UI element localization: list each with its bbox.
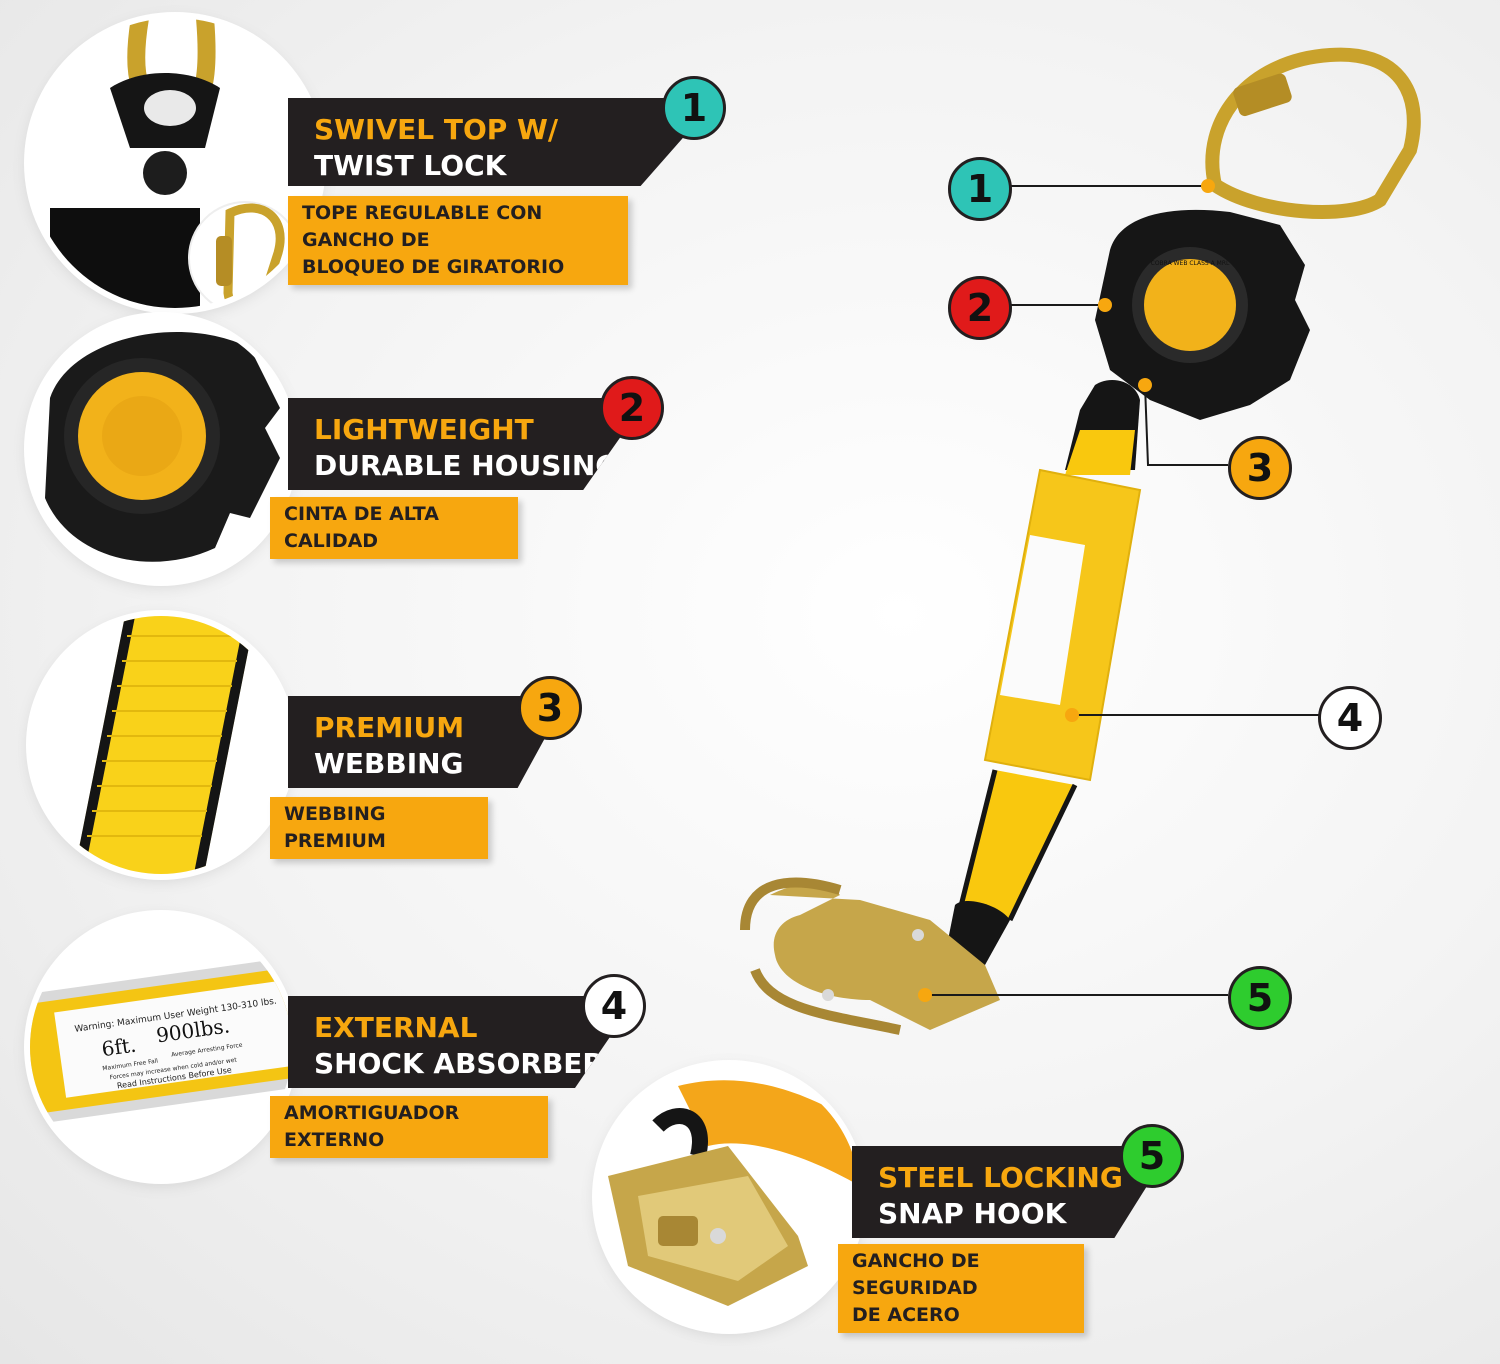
feature-number-badge-2: 2 xyxy=(600,376,664,440)
feature-number-badge-1: 1 xyxy=(662,76,726,140)
feature-title-line1: STEEL LOCKING xyxy=(878,1161,1123,1194)
absorber-label-size: 6ft. xyxy=(100,1033,138,1062)
feature-subtitle-3: WEBBING PREMIUM xyxy=(270,797,488,859)
detail-image-housing xyxy=(30,318,292,580)
feature-number-badge-5: 5 xyxy=(1120,1124,1184,1188)
feature-title-4: EXTERNAL SHOCK ABSORBER xyxy=(288,996,638,1088)
feature-title-line2: SNAP HOOK xyxy=(878,1197,1067,1230)
feature-number: 2 xyxy=(618,386,646,430)
feature-subtitle-1: TOPE REGULABLE CON GANCHO DE BLOQUEO DE … xyxy=(288,196,628,285)
feature-title-line2: WEBBING xyxy=(314,747,464,780)
feature-subtitle-4: AMORTIGUADOR EXTERNO xyxy=(270,1096,548,1158)
carabiner xyxy=(1205,47,1421,219)
feature-number: 5 xyxy=(1138,1134,1166,1178)
feature-number-badge-3: 3 xyxy=(518,676,582,740)
feature-title-2: LIGHTWEIGHT DURABLE HOUSING xyxy=(288,398,648,490)
feature-subtitle-line1: CINTA DE ALTA CALIDAD xyxy=(284,503,439,552)
detail-image-shock-absorber: Warning: Maximum User Weight 130-310 lbs… xyxy=(30,916,292,1178)
housing: COBRA WEB CLASS A MRL xyxy=(1095,209,1310,420)
product-badge-3: 3 xyxy=(1228,436,1292,500)
feature-number: 4 xyxy=(600,984,628,1028)
feature-number: 1 xyxy=(680,86,708,130)
feature-title-line1: PREMIUM xyxy=(314,711,465,744)
feature-title-line1: SWIVEL TOP W/ xyxy=(314,113,559,146)
feature-subtitle-line1: WEBBING PREMIUM xyxy=(284,803,386,852)
feature-title-1: SWIVEL TOP W/ TWIST LOCK CARABINER xyxy=(288,98,718,186)
product-badge-2: 2 xyxy=(948,276,1012,340)
product-badge-number: 5 xyxy=(1246,976,1274,1020)
feature-subtitle-line2: DE ACERO xyxy=(852,1304,960,1326)
product-badge-number: 1 xyxy=(966,167,994,211)
feature-title-5: STEEL LOCKING SNAP HOOK xyxy=(852,1146,1172,1238)
feature-title-line1: EXTERNAL xyxy=(314,1011,478,1044)
feature-subtitle-2: CINTA DE ALTA CALIDAD xyxy=(270,497,518,559)
product-badge-5: 5 xyxy=(1228,966,1292,1030)
feature-subtitle-line1: AMORTIGUADOR EXTERNO xyxy=(284,1102,460,1151)
feature-number-badge-4: 4 xyxy=(582,974,646,1038)
snap-hook xyxy=(740,877,1000,1035)
detail-image-snap-hook xyxy=(598,1066,860,1328)
feature-subtitle-line1: GANCHO DE SEGURIDAD xyxy=(852,1250,980,1299)
product-badge-number: 3 xyxy=(1246,446,1274,490)
feature-number: 3 xyxy=(536,686,564,730)
feature-subtitle-line1: TOPE REGULABLE CON GANCHO DE xyxy=(302,202,543,251)
feature-title-line2: DURABLE HOUSING xyxy=(314,449,619,482)
product-badge-number: 4 xyxy=(1336,696,1364,740)
feature-subtitle-line2: BLOQUEO DE GIRATORIO xyxy=(302,256,565,278)
detail-image-webbing xyxy=(32,616,290,874)
shock-absorber xyxy=(983,468,1142,782)
product-badge-1: 1 xyxy=(948,157,1012,221)
feature-title-line1: LIGHTWEIGHT xyxy=(314,413,534,446)
feature-title-line2: TWIST LOCK CARABINER xyxy=(314,149,507,186)
product-badge-4: 4 xyxy=(1318,686,1382,750)
feature-subtitle-5: GANCHO DE SEGURIDAD DE ACERO xyxy=(838,1244,1084,1333)
feature-title-line2: SHOCK ABSORBER xyxy=(314,1047,604,1080)
product-badge-number: 2 xyxy=(966,286,994,330)
housing-label: COBRA WEB CLASS A MRL xyxy=(1151,260,1230,267)
